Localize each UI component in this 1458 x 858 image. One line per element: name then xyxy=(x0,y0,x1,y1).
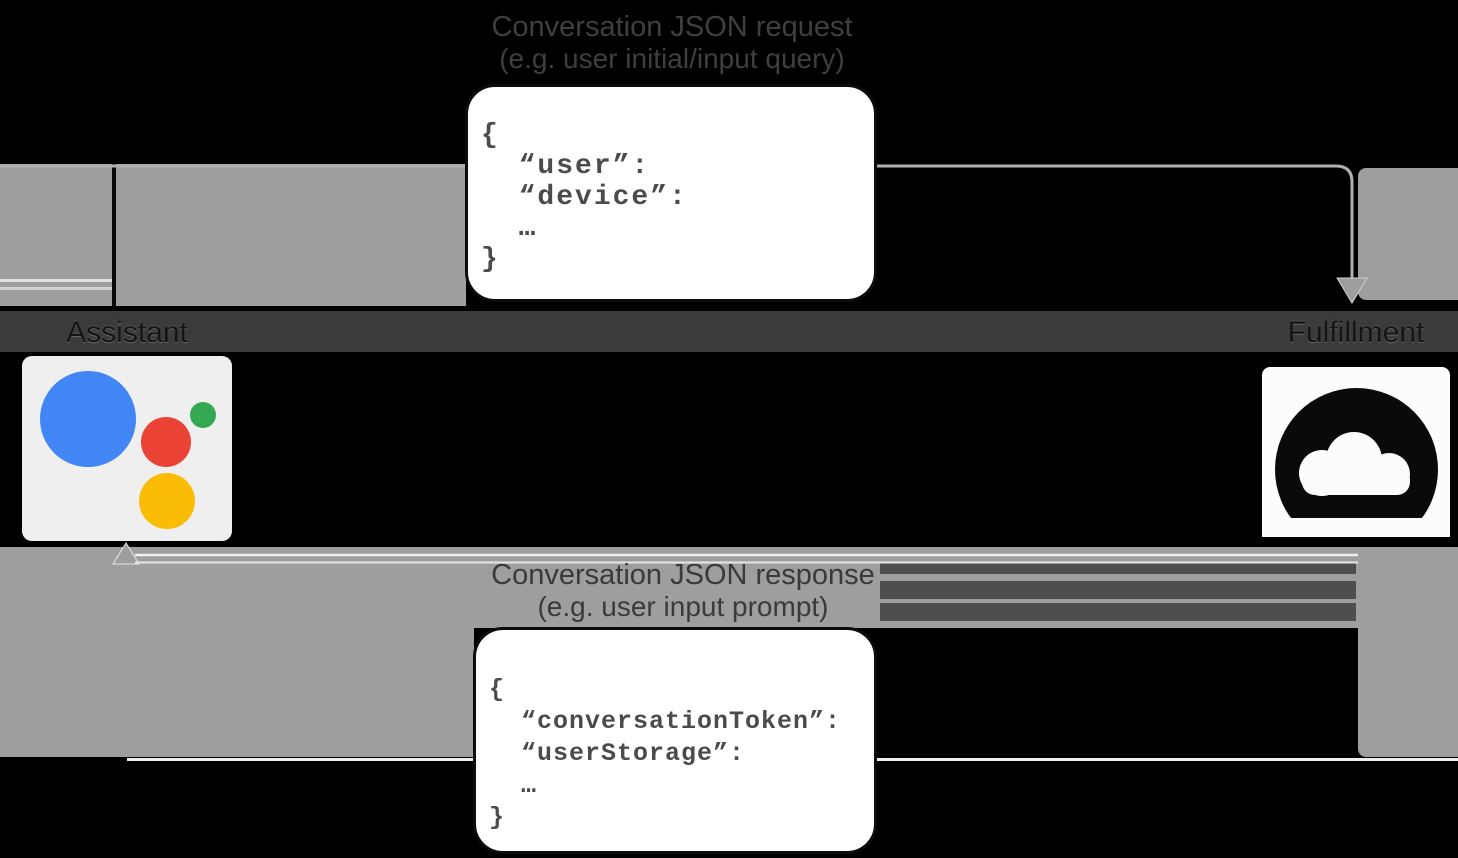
code-line: “userStorage”: xyxy=(489,739,746,768)
request-band-right xyxy=(1358,168,1458,300)
request-title: Conversation JSON request xyxy=(491,11,853,43)
assistant-green-circle xyxy=(190,402,216,428)
actor-label-band xyxy=(0,311,1458,352)
request-caption: Conversation JSON request (e.g. user ini… xyxy=(442,11,902,75)
band-echo-stripe xyxy=(880,603,1356,621)
assistant-yellow-circle xyxy=(139,473,195,529)
assistant-logo-icon xyxy=(40,371,216,529)
response-band-right xyxy=(1358,628,1458,757)
assistant-logo-tile xyxy=(22,356,232,541)
assistant-blue-circle xyxy=(40,371,136,467)
response-arrowhead-icon xyxy=(112,542,140,565)
cloud-flat-bottom xyxy=(1262,518,1450,537)
fulfillment-label: Fulfillment xyxy=(1287,316,1425,349)
code-line: { xyxy=(481,120,500,151)
assistant-label: Assistant xyxy=(66,316,188,349)
request-arrow-line xyxy=(0,164,1354,278)
response-band-left xyxy=(0,628,474,757)
response-json-box: { “conversationToken”: “userStorage”: … … xyxy=(473,627,877,854)
request-arrowhead-icon xyxy=(1336,277,1368,304)
code-line: } xyxy=(481,244,500,275)
request-subtitle: (e.g. user initial/input query) xyxy=(499,43,845,74)
response-subtitle: (e.g. user input prompt) xyxy=(537,591,829,622)
request-band-left xyxy=(0,164,466,306)
code-line: … xyxy=(489,771,538,800)
code-line: “user”: xyxy=(481,151,651,182)
response-caption: Conversation JSON response (e.g. user in… xyxy=(473,559,893,623)
band-echo-stripe xyxy=(880,563,1356,574)
fulfillment-logo-tile xyxy=(1262,367,1450,537)
assistant-red-circle xyxy=(141,417,191,467)
band-seam xyxy=(112,164,116,306)
code-line: } xyxy=(489,803,506,832)
code-line: { xyxy=(489,675,506,704)
code-line: “device”: xyxy=(481,182,688,213)
response-title: Conversation JSON response xyxy=(491,559,875,591)
request-json-box: { “user”: “device”: … } xyxy=(465,84,877,302)
code-line: … xyxy=(481,213,538,244)
band-echo-stripe xyxy=(880,581,1356,599)
cloud-icon xyxy=(1262,388,1450,537)
code-line: “conversationToken”: xyxy=(489,707,842,736)
band-highlight-line xyxy=(0,279,112,282)
band-highlight-line xyxy=(0,287,112,290)
cloud-base xyxy=(1302,467,1410,495)
